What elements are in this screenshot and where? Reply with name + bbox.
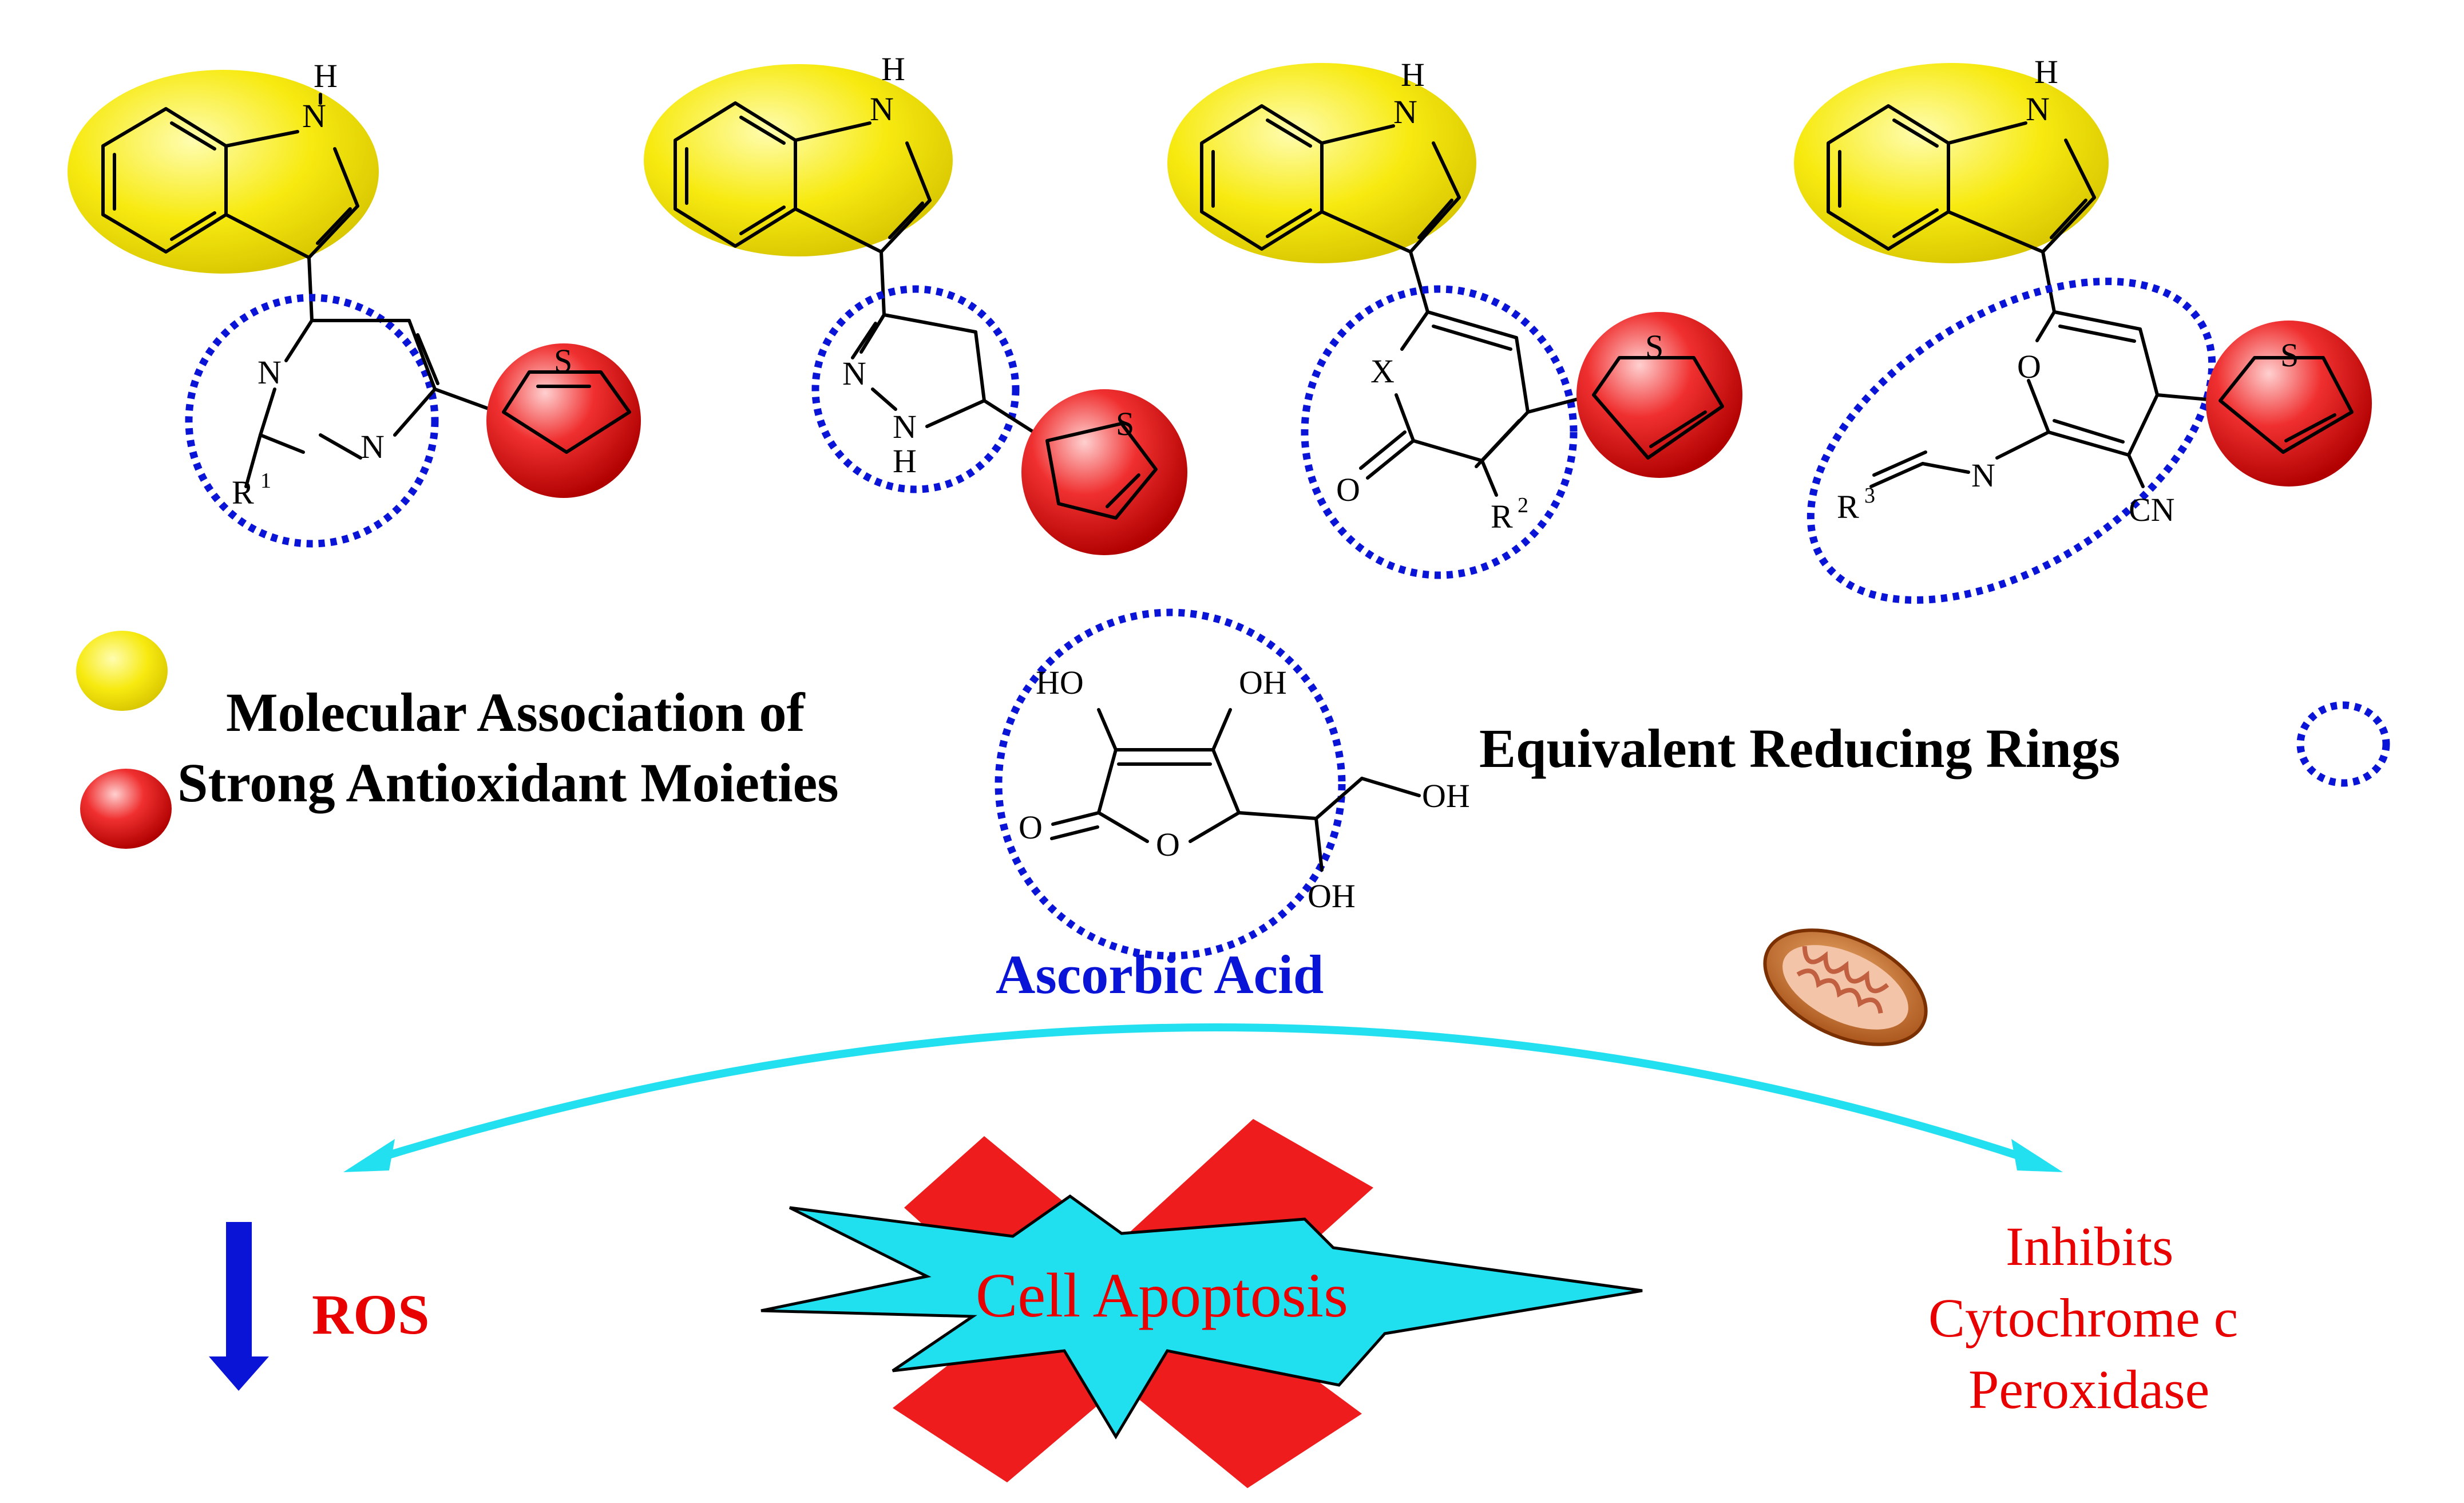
ascorbic-oh-top: OH xyxy=(1239,664,1287,701)
pyrazoline-n2: N xyxy=(893,408,917,445)
r1-sup: 1 xyxy=(260,469,271,493)
indole-bonds xyxy=(1827,104,2096,254)
inhibits-line1: Inhibits xyxy=(2006,1216,2173,1277)
indole-n: N xyxy=(870,90,894,128)
pyrimidine-bonds xyxy=(244,319,500,488)
down-arrow-head xyxy=(209,1356,269,1391)
ascorbic-oh-right: OH xyxy=(1422,777,1470,814)
molecule-pyrazoline: H N N N H S xyxy=(644,50,1187,555)
thiophene-highlight xyxy=(486,343,641,498)
pyrazoline-n1: N xyxy=(842,355,866,392)
molecule-pyranone: H N X O R 2 S xyxy=(1167,56,1742,579)
indole-n: N xyxy=(1393,93,1417,130)
indole-n: N xyxy=(2026,90,2050,128)
thiophene-highlight xyxy=(1576,312,1742,478)
pyranone-bonds xyxy=(1359,310,1595,497)
cyan-arc-arrow xyxy=(365,1023,2039,1166)
arc-arrowhead-left xyxy=(343,1139,395,1172)
thiophene-highlight xyxy=(2206,321,2372,487)
red-legend-ball xyxy=(80,769,172,849)
arc-arrowhead-right xyxy=(2011,1139,2063,1172)
blue-dashed-legend-ring xyxy=(2296,701,2390,787)
indole-h: H xyxy=(881,50,905,88)
ascorbic-ring-o: O xyxy=(1156,826,1180,863)
indole-bonds xyxy=(674,101,932,254)
thiophene-bonds xyxy=(502,370,631,454)
inhibits-text: Inhibits Cytochrome c Peroxidase xyxy=(1928,1216,2238,1420)
reducing-ring-highlight xyxy=(811,285,1020,493)
thiophene-bonds xyxy=(1592,356,1724,460)
pyrazoline-bonds xyxy=(851,313,1049,442)
thiophene-s: S xyxy=(554,342,572,379)
r1-label: R xyxy=(232,474,254,511)
ascorbic-acid-structure: HO OH O O OH OH xyxy=(995,608,1470,960)
pyran-o: O xyxy=(2017,348,2041,385)
thiophene-s: S xyxy=(2280,337,2299,374)
indole-highlight xyxy=(1794,63,2109,263)
legend-reducing-rings: Equivalent Reducing Rings xyxy=(1479,718,2120,779)
ros-decrease: ROS xyxy=(209,1222,430,1391)
molecule-pyrimidine: H N N N R 1 S xyxy=(68,57,641,548)
legend-association-line1: Molecular Association of xyxy=(226,682,806,743)
pyrimidine-n1: N xyxy=(258,354,282,391)
r2-label: R xyxy=(1491,498,1513,535)
ascorbic-bonds xyxy=(1050,708,1421,872)
r3-sup: 3 xyxy=(1864,484,1875,508)
pyrazoline-h: H xyxy=(893,442,917,480)
ascorbic-oh-bottom: OH xyxy=(1308,877,1356,915)
reducing-ring-highlight xyxy=(1301,285,1578,579)
thiophene-highlight xyxy=(1021,389,1187,555)
ascorbic-ho: HO xyxy=(1036,664,1084,701)
ascorbic-carbonyl-o: O xyxy=(1019,809,1043,846)
reducing-ring-highlight xyxy=(995,608,1346,960)
indole-h: H xyxy=(1401,56,1425,93)
indole-bonds xyxy=(101,107,359,259)
pyranone-o: O xyxy=(1336,471,1360,508)
thiophene-s: S xyxy=(1645,328,1663,365)
r2-sup: 2 xyxy=(1518,493,1528,517)
indole-h: H xyxy=(314,57,338,94)
thiophene-bonds xyxy=(2219,356,2354,454)
inhibits-line3: Peroxidase xyxy=(1968,1359,2209,1420)
inhibits-line2: Cytochrome c xyxy=(1928,1287,2238,1348)
cn-label: CN xyxy=(2129,491,2175,528)
indole-n: N xyxy=(302,97,326,135)
ros-label: ROS xyxy=(312,1283,430,1346)
imine-n: N xyxy=(1971,457,1995,494)
cell-apoptosis-label: Cell Apoptosis xyxy=(976,1260,1348,1330)
cell-apoptosis-blocked: Cell Apoptosis xyxy=(760,1119,1643,1488)
pyran-bonds xyxy=(1869,310,2222,488)
thiophene-s: S xyxy=(1116,405,1134,442)
indole-bonds xyxy=(1200,104,1461,254)
legend-association-line2: Strong Antioxidant Moieties xyxy=(177,752,839,813)
thiophene-bonds xyxy=(1045,422,1158,520)
starburst xyxy=(760,1194,1643,1439)
legend: Molecular Association of Strong Antioxid… xyxy=(76,631,2390,849)
down-arrow-shaft xyxy=(226,1222,252,1365)
pyranone-x: X xyxy=(1370,353,1395,390)
reducing-ring-highlight xyxy=(185,294,439,548)
yellow-legend-ball xyxy=(76,631,168,711)
pyrimidine-n2: N xyxy=(361,428,385,465)
r3-label: R xyxy=(1837,488,1859,525)
molecule-pyran-imine: H N O N R 3 CN S xyxy=(1794,53,2372,604)
reducing-ring-highlight xyxy=(1807,278,2216,604)
indole-h: H xyxy=(2034,53,2058,90)
ascorbic-acid-label: Ascorbic Acid xyxy=(996,944,1324,1005)
mitochondrion-icon xyxy=(1763,928,1928,1046)
